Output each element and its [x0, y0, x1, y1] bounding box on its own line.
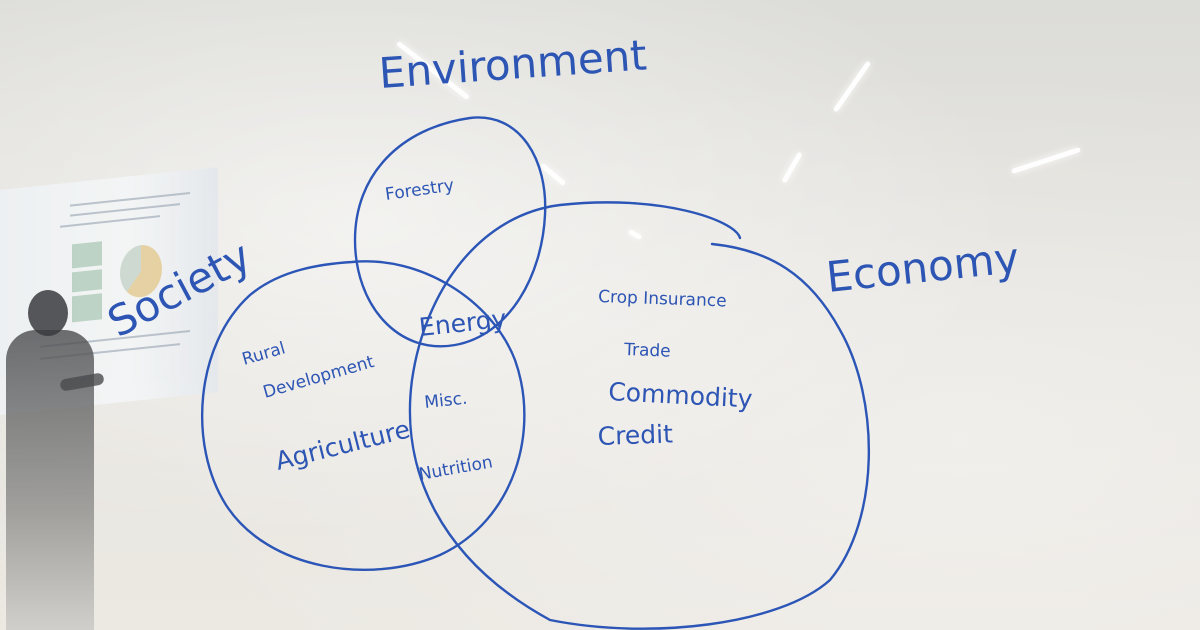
trade-label: Trade	[623, 340, 671, 362]
environment-title: Environment	[377, 30, 648, 98]
presenter-silhouette-head	[28, 290, 68, 336]
credit-label: Credit	[597, 419, 673, 451]
environment-circle	[353, 116, 547, 348]
commodity-label: Commodity	[608, 377, 754, 414]
economy-title: Economy	[824, 233, 1021, 302]
misc-label: Misc.	[423, 389, 468, 413]
economy-circle	[408, 201, 871, 630]
rural-label: Rural	[240, 338, 288, 369]
nutrition-label: Nutrition	[417, 452, 494, 485]
crop-insurance-label: Crop Insurance	[598, 287, 727, 311]
society-circle	[201, 260, 526, 571]
forestry-label: Forestry	[384, 176, 455, 205]
society-title: Society	[100, 231, 259, 347]
agriculture-label: Agriculture	[272, 414, 412, 475]
